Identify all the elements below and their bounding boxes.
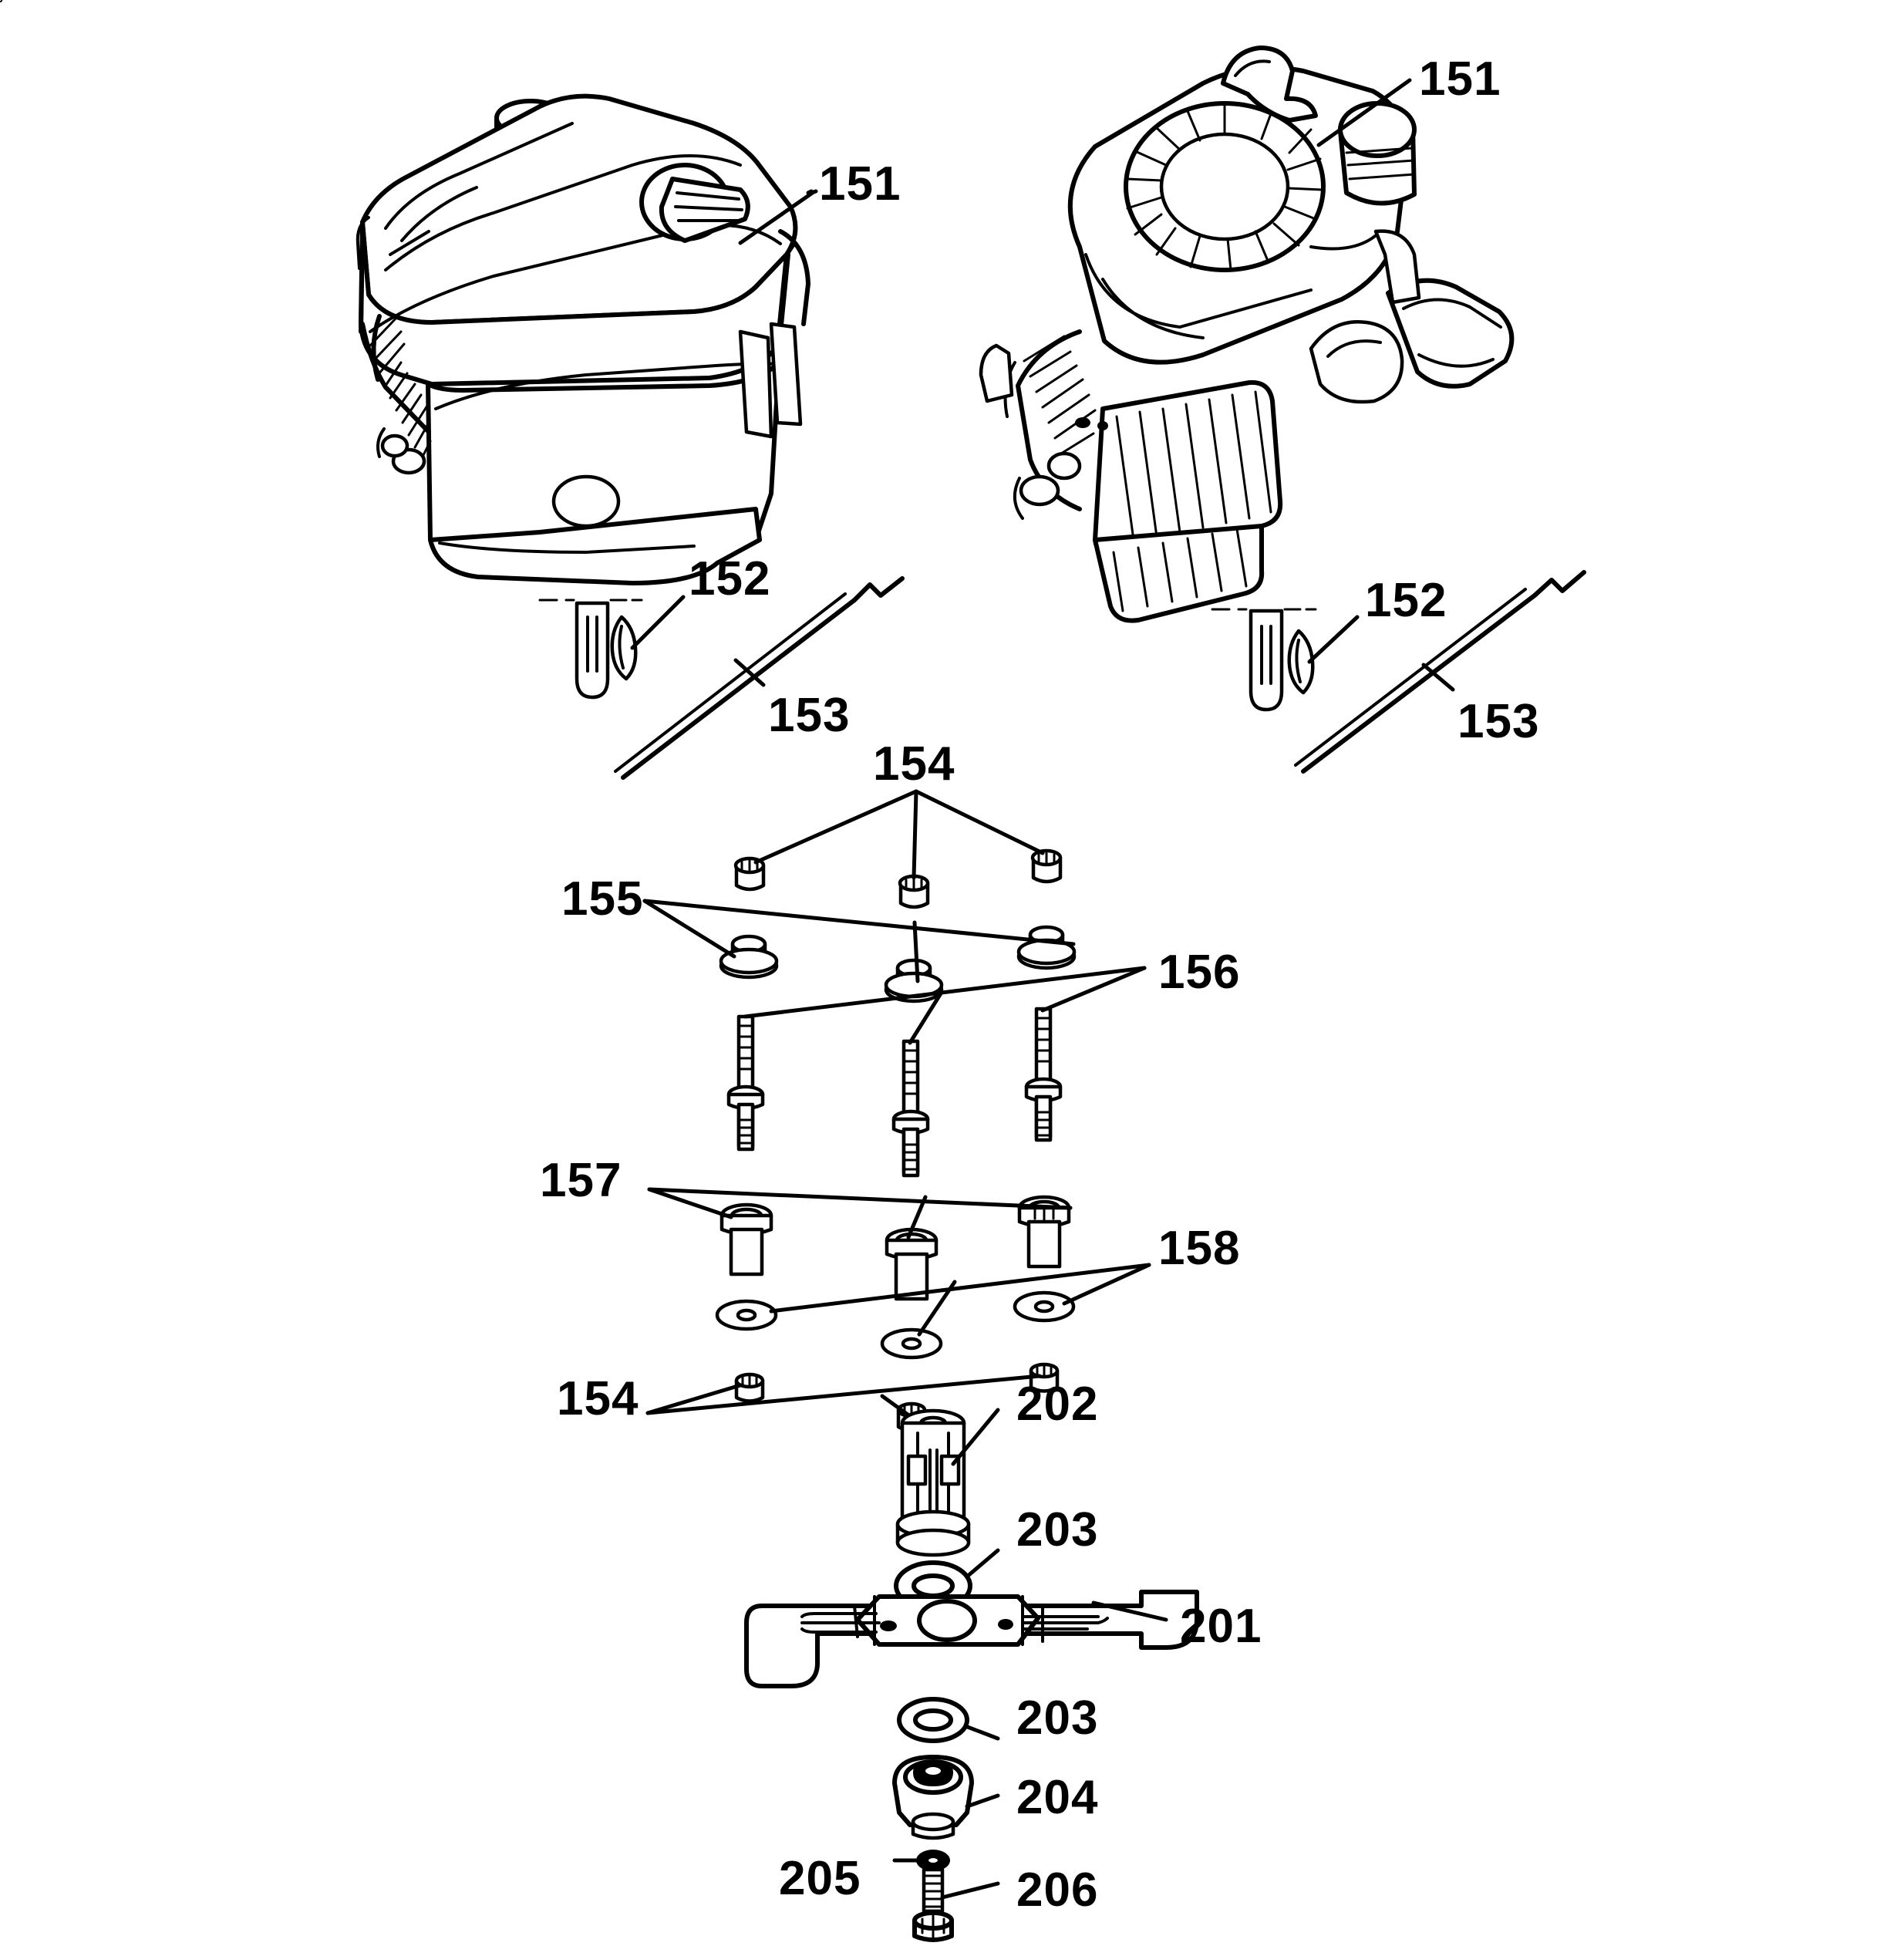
callout-202: 202 (1016, 1378, 1099, 1431)
oil-fill-plug-right-artwork (1211, 608, 1317, 712)
callout-203-upper: 203 (1016, 1503, 1099, 1556)
spacer-sleeve-artwork (719, 1195, 1071, 1301)
callout-154-bottom: 154 (557, 1372, 639, 1425)
flat-washer-artwork (715, 1290, 1076, 1360)
dipstick-rod-left-artwork (614, 576, 905, 780)
callout-151-right: 151 (1419, 52, 1501, 106)
threaded-stud-bolt-artwork (726, 1007, 1063, 1178)
callout-205: 205 (779, 1852, 861, 1905)
callout-151-left: 151 (819, 157, 901, 211)
blade-washer-lower-artwork (897, 1697, 969, 1743)
callout-153-right: 153 (1457, 695, 1540, 748)
callout-153-left: 153 (768, 689, 851, 742)
oil-fill-plug-left-artwork (538, 599, 643, 700)
mower-blade-artwork (744, 1590, 1199, 1688)
callout-152-left: 152 (689, 552, 771, 605)
blade-bolt-artwork (912, 1867, 954, 1942)
blade-adapter-artwork (895, 1408, 971, 1557)
callout-152-right: 152 (1365, 574, 1447, 627)
callout-158: 158 (1158, 1222, 1241, 1275)
callout-204: 204 (1016, 1771, 1099, 1824)
callout-206: 206 (1016, 1863, 1099, 1917)
lock-washer-artwork (916, 1850, 950, 1871)
hex-lock-nut-upper-artwork (733, 848, 1063, 909)
callout-156: 156 (1158, 946, 1241, 999)
hex-lock-nut-lower-artwork (734, 1362, 1060, 1432)
callout-201: 201 (1180, 1600, 1262, 1653)
engine-assembly-left-artwork (356, 93, 810, 585)
callout-157: 157 (540, 1154, 622, 1207)
dipstick-rod-right-artwork (1294, 570, 1586, 774)
callout-154-top: 154 (873, 737, 955, 791)
blade-bell-support-artwork (892, 1755, 974, 1840)
callout-203-lower: 203 (1016, 1691, 1099, 1745)
callout-155: 155 (561, 872, 644, 926)
